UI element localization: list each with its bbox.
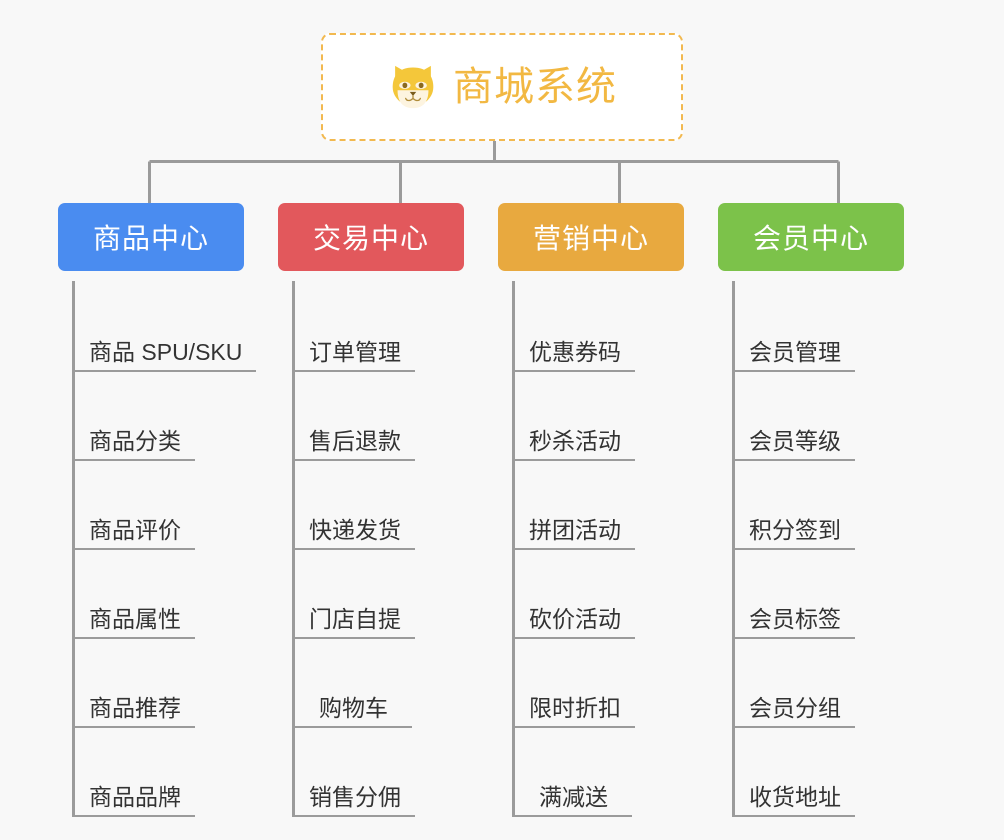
- category-header-label: 交易中心: [312, 223, 429, 254]
- list-item[interactable]: 积分签到: [732, 461, 855, 550]
- list-item[interactable]: 购物车: [292, 639, 412, 728]
- column-trade-center: 交易中心 订单管理 售后退款 快递发货 门店自提 购物车 销售分佣: [278, 203, 498, 817]
- list-item[interactable]: 秒杀活动: [512, 372, 635, 461]
- list-item[interactable]: 优惠券码: [512, 283, 635, 372]
- list-item[interactable]: 会员管理: [732, 283, 855, 372]
- category-header-label: 商品中心: [92, 223, 209, 254]
- list-item[interactable]: 快递发货: [292, 461, 415, 550]
- list-item[interactable]: 商品属性: [72, 550, 195, 639]
- root-node[interactable]: 商城系统: [321, 33, 683, 141]
- category-header-label: 营销中心: [532, 223, 649, 254]
- category-header-product-center[interactable]: 商品中心: [58, 203, 244, 271]
- list-item[interactable]: 会员标签: [732, 550, 855, 639]
- shiba-dog-face-icon: [392, 65, 434, 109]
- list-item[interactable]: 会员等级: [732, 372, 855, 461]
- category-header-label: 会员中心: [752, 223, 869, 254]
- leaf-list-member-center: 会员管理 会员等级 积分签到 会员标签 会员分组 收货地址: [732, 281, 855, 817]
- list-item[interactable]: 门店自提: [292, 550, 415, 639]
- list-item[interactable]: 砍价活动: [512, 550, 635, 639]
- leaf-list-marketing-center: 优惠券码 秒杀活动 拼团活动 砍价活动 限时折扣 满减送: [512, 281, 635, 817]
- list-item[interactable]: 限时折扣: [512, 639, 635, 728]
- list-item[interactable]: 收货地址: [732, 728, 855, 817]
- list-item[interactable]: 商品推荐: [72, 639, 195, 728]
- list-item[interactable]: 拼团活动: [512, 461, 635, 550]
- column-member-center: 会员中心 会员管理 会员等级 积分签到 会员标签 会员分组 收货地址: [718, 203, 938, 817]
- leaf-list-product-center: 商品 SPU/SKU 商品分类 商品评价 商品属性 商品推荐 商品品牌: [72, 281, 257, 817]
- category-header-member-center[interactable]: 会员中心: [718, 203, 904, 271]
- list-item[interactable]: 商品品牌: [72, 728, 195, 817]
- list-item[interactable]: 订单管理: [292, 283, 415, 372]
- root-title: 商城系统: [453, 65, 617, 109]
- list-item[interactable]: 销售分佣: [292, 728, 415, 817]
- category-header-trade-center[interactable]: 交易中心: [278, 203, 464, 271]
- list-item[interactable]: 满减送: [512, 728, 632, 817]
- list-item[interactable]: 售后退款: [292, 372, 415, 461]
- root-node-wrapper: 商城系统: [0, 33, 1004, 141]
- column-product-center: 商品中心 商品 SPU/SKU 商品分类 商品评价 商品属性 商品推荐 商品品牌: [58, 203, 278, 817]
- leaf-list-trade-center: 订单管理 售后退款 快递发货 门店自提 购物车 销售分佣: [292, 281, 415, 817]
- list-item[interactable]: 商品评价: [72, 461, 195, 550]
- list-item[interactable]: 商品分类: [72, 372, 195, 461]
- list-item[interactable]: 会员分组: [732, 639, 855, 728]
- list-item[interactable]: 商品 SPU/SKU: [72, 283, 257, 372]
- column-marketing-center: 营销中心 优惠券码 秒杀活动 拼团活动 砍价活动 限时折扣 满减送: [498, 203, 718, 817]
- category-header-marketing-center[interactable]: 营销中心: [498, 203, 684, 271]
- category-columns: 商品中心 商品 SPU/SKU 商品分类 商品评价 商品属性 商品推荐 商品品牌…: [0, 203, 1004, 817]
